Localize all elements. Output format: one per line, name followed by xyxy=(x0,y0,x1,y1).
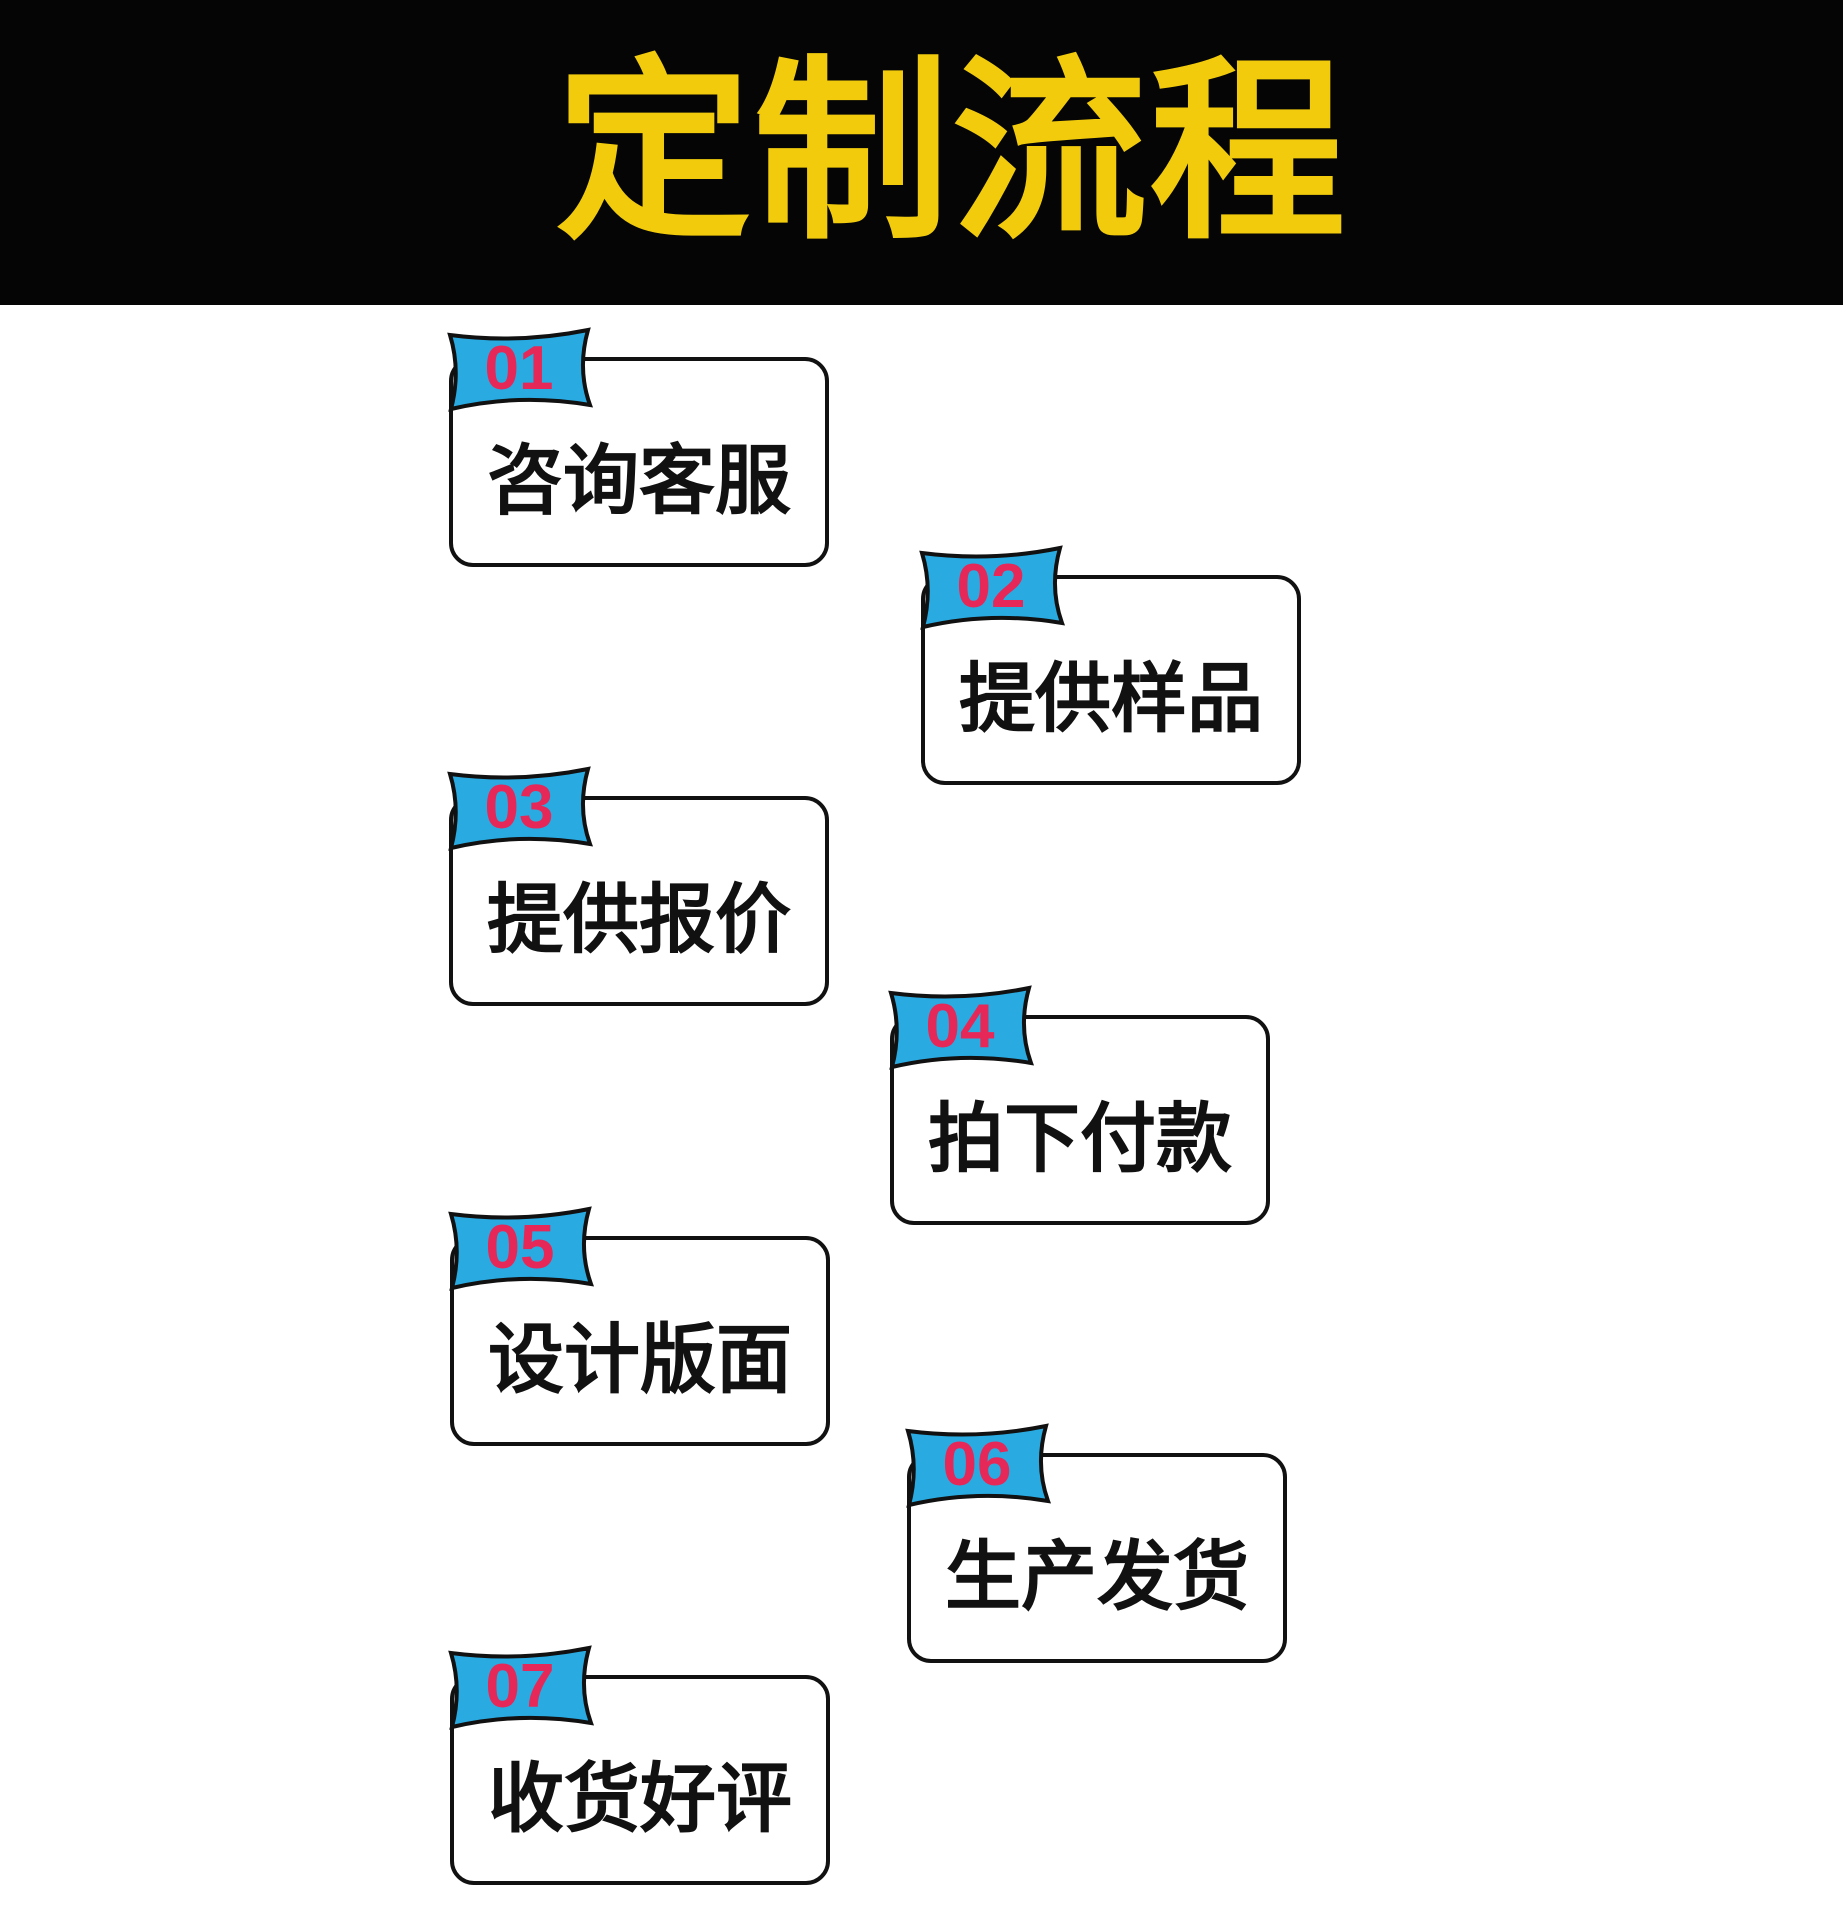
step-card-6: 06 生产发货 xyxy=(905,1423,1287,1663)
flag-ribbon-icon xyxy=(448,1645,595,1730)
step-card-1: 01 咨询客服 xyxy=(447,327,829,567)
header-banner: 定制流程 xyxy=(0,0,1843,305)
step-number: 03 xyxy=(484,772,554,842)
step-number-badge: 03 xyxy=(447,766,594,851)
step-number-badge: 02 xyxy=(919,545,1066,630)
step-number-badge: 06 xyxy=(905,1423,1052,1508)
step-number-badge: 01 xyxy=(447,327,594,412)
step-number: 02 xyxy=(956,551,1026,621)
step-number-badge: 04 xyxy=(888,985,1035,1070)
flag-ribbon-icon xyxy=(448,1206,595,1291)
step-number: 05 xyxy=(485,1212,555,1282)
step-card-4: 04 拍下付款 xyxy=(888,985,1270,1225)
step-number: 04 xyxy=(925,991,995,1061)
step-label: 收货好评 xyxy=(488,1757,792,1842)
flag-ribbon-icon xyxy=(919,545,1066,630)
flag-ribbon-icon xyxy=(447,327,594,412)
flag-ribbon-icon xyxy=(888,985,1035,1070)
step-card-7: 07 收货好评 xyxy=(448,1645,830,1885)
step-label: 生产发货 xyxy=(945,1535,1249,1620)
step-number: 01 xyxy=(484,333,554,403)
step-label: 设计版面 xyxy=(488,1318,792,1403)
step-label: 提供样品 xyxy=(959,657,1263,742)
flag-ribbon-icon xyxy=(905,1423,1052,1508)
step-number-badge: 07 xyxy=(448,1645,595,1730)
step-number: 06 xyxy=(942,1429,1012,1499)
step-number: 07 xyxy=(485,1651,555,1721)
step-label: 提供报价 xyxy=(487,878,791,963)
step-label: 咨询客服 xyxy=(487,439,791,524)
page-title: 定制流程 xyxy=(555,42,1348,262)
step-label: 拍下付款 xyxy=(928,1097,1232,1182)
flag-ribbon-icon xyxy=(447,766,594,851)
step-card-5: 05 设计版面 xyxy=(448,1206,830,1446)
step-card-3: 03 提供报价 xyxy=(447,766,829,1006)
step-card-2: 02 提供样品 xyxy=(919,545,1301,785)
step-number-badge: 05 xyxy=(448,1206,595,1291)
